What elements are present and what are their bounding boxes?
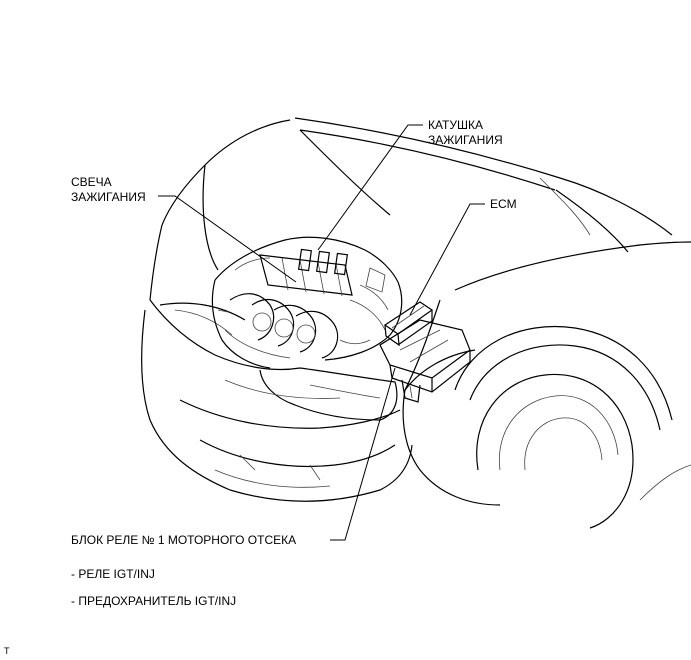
fuse-item-label: - ПРЕДОХРАНИТЕЛЬ IGT/INJ — [71, 594, 237, 608]
relay-block-label: БЛОК РЕЛЕ № 1 МОТОРНОГО ОТСЕКА — [71, 533, 297, 547]
ignition-coil-label-line2: ЗАЖИГАНИЯ — [428, 133, 503, 147]
engine-block — [211, 236, 403, 369]
ignition-coil-label-line1: КАТУШКА — [428, 118, 484, 132]
relay-item-label: - РЕЛЕ IGT/INJ — [71, 567, 155, 581]
spark-plug-label-line2: ЗАЖИГАНИЯ — [71, 190, 146, 204]
ignition-coil-label: КАТУШКА ЗАЖИГАНИЯ — [428, 118, 503, 148]
leader-lines — [158, 124, 485, 541]
relay-block — [379, 319, 471, 403]
car-body-outline — [149, 117, 691, 529]
spark-plug-label-line1: СВЕЧА — [71, 175, 112, 189]
spark-plug-label: СВЕЧА ЗАЖИГАНИЯ — [71, 175, 146, 205]
corner-mark: T — [4, 646, 10, 656]
ecm-label: ECM — [490, 197, 517, 211]
front-bumper — [141, 309, 413, 502]
ecm-unit — [383, 301, 434, 347]
